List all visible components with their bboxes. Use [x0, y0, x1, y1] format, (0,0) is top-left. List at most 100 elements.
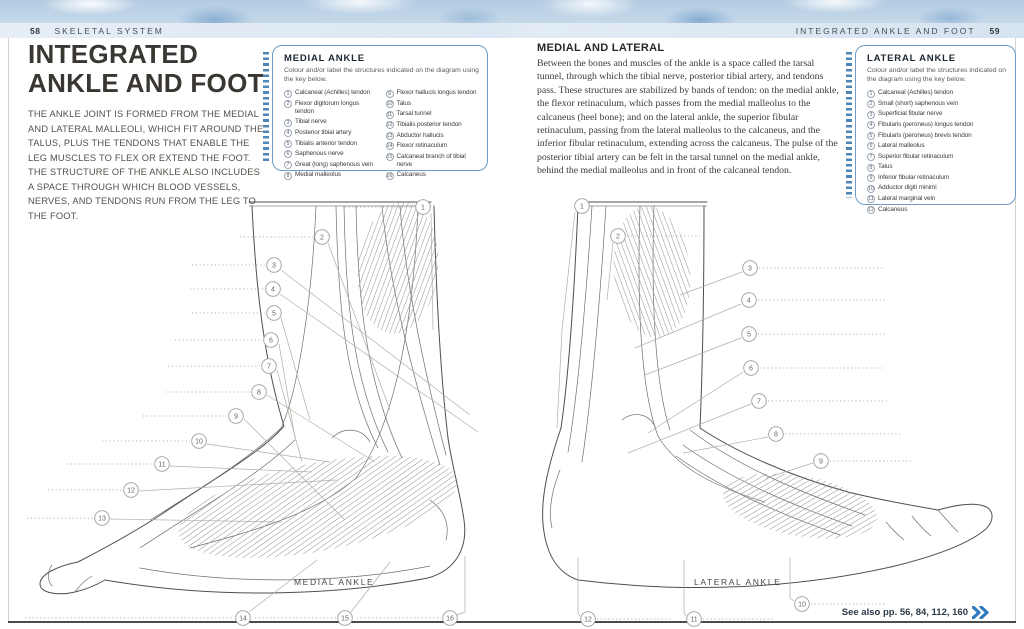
key-item-number: 4	[867, 121, 875, 130]
double-chevron-icon	[972, 606, 989, 619]
callout-4: 4	[741, 292, 757, 308]
key-item-number: 7	[867, 153, 875, 162]
key-item-number: 4	[284, 129, 292, 138]
key-item: 3 Tibial nerve	[284, 118, 378, 127]
callout-14: 14	[235, 610, 251, 626]
right-page-number: 59	[989, 25, 1000, 36]
lateral-diagram-art	[542, 201, 993, 588]
key-item: 6 Saphenous nerve	[284, 150, 378, 159]
callout-10: 10	[191, 433, 207, 449]
key-item: 7 Great (long) saphenous vein	[284, 161, 378, 170]
svg-text:10: 10	[798, 601, 806, 608]
key-item-label: Talus	[396, 99, 412, 107]
key-item-label: Adductor digiti minimi	[878, 184, 937, 192]
key-item: 9 Inferior fibular retinaculum	[867, 173, 1007, 183]
medial-diagram-caption: MEDIAL ANKLE	[294, 577, 375, 587]
key-item: 1 Calcaneal (Achilles) tendon	[284, 89, 378, 98]
key-item: 9 Flexor hallucis longus tendon	[385, 89, 480, 98]
article-title: MEDIAL AND LATERAL	[537, 42, 665, 54]
key-title: LATERAL ANKLE	[867, 53, 956, 64]
key-item-label: Talus	[878, 163, 893, 171]
key-item-label: Fibularis (peroneus) brevis tendon	[878, 131, 972, 139]
svg-text:2: 2	[320, 234, 324, 241]
key-item-number: 3	[284, 118, 292, 127]
callout-10: 10	[794, 596, 810, 612]
key-item-number: 8	[284, 171, 292, 180]
key-item-number: 1	[867, 89, 875, 98]
left-page-number: 58	[30, 25, 41, 36]
callout-1: 1	[415, 199, 431, 215]
callout-7: 7	[751, 393, 767, 409]
medial-ankle-key-box: MEDIAL ANKLE Colour and/or label the str…	[272, 45, 488, 180]
key-item-number: 13	[385, 131, 394, 140]
svg-text:2: 2	[616, 233, 620, 240]
key-list-right: 9 Flexor hallucis longus tendon 10 Talus…	[385, 89, 480, 182]
key-item-label: Lateral marginal vein	[878, 194, 936, 202]
callout-16: 16	[442, 610, 458, 626]
svg-text:1: 1	[580, 203, 584, 210]
page-bottom-rule	[8, 621, 1016, 623]
callout-3: 3	[742, 260, 758, 276]
key-instruction: Colour and/or label the structures indic…	[284, 67, 479, 83]
svg-text:5: 5	[272, 310, 276, 317]
svg-text:4: 4	[747, 297, 751, 304]
callout-7: 7	[261, 358, 277, 374]
svg-text:3: 3	[272, 262, 276, 269]
key-item: 4 Fibularis (peroneus) longus tendon	[867, 121, 1007, 130]
key-item-label: Calcaneus	[396, 171, 426, 179]
svg-text:7: 7	[757, 398, 761, 405]
key-item: 8 Talus	[867, 163, 1007, 172]
key-item: 3 Superficial fibular nerve	[867, 110, 1007, 119]
key-item-number: 12	[867, 205, 875, 214]
key-item: 12 Calcaneus	[867, 206, 1007, 214]
svg-text:8: 8	[774, 431, 778, 438]
svg-text:5: 5	[747, 331, 751, 338]
key-item-label: Flexor hallucis longus tendon	[396, 89, 477, 97]
callout-9: 9	[813, 453, 829, 469]
callout-11: 11	[154, 456, 170, 472]
see-also-footer: See also pp. 56, 84, 112, 160	[842, 606, 990, 619]
svg-text:13: 13	[98, 515, 106, 522]
key-item: 7 Superior fibular retinaculum	[867, 152, 1007, 162]
callout-1: 1	[574, 198, 590, 214]
svg-text:3: 3	[748, 265, 752, 272]
callout-12: 12	[580, 611, 596, 627]
page-edge-right	[1015, 38, 1016, 621]
key-item-number: 6	[284, 150, 292, 159]
callout-13: 13	[94, 510, 110, 526]
key-item-number: 14	[385, 142, 394, 151]
key-item: 12 Tibialis posterior tendon	[385, 121, 480, 130]
key-item-number: 11	[867, 195, 875, 204]
key-item-label: Flexor digitorum longus tendon	[295, 99, 360, 115]
key-item: 15 Calcaneal branch of tibial nerve	[385, 153, 480, 169]
svg-text:6: 6	[269, 337, 273, 344]
key-item-label: Tibialis anterior tendon	[295, 139, 358, 147]
key-item-number: 3	[867, 110, 875, 119]
callout-3: 3	[266, 257, 282, 273]
key-item-number: 9	[867, 174, 875, 183]
key-item-label: Superior fibular retinaculum	[878, 152, 954, 160]
key-item-number: 10	[867, 184, 875, 193]
key-item: 14 Flexor retinaculum	[385, 142, 480, 151]
svg-text:9: 9	[234, 413, 238, 420]
key-item-label: Small (short) saphenous vein	[878, 99, 958, 107]
key-item-label: Calcaneus	[878, 205, 908, 213]
key-item-label: Saphenous nerve	[295, 150, 344, 158]
svg-text:10: 10	[195, 438, 203, 445]
page-title: INTEGRATED ANKLE AND FOOT	[28, 39, 264, 98]
key-item-label: Inferior fibular retinaculum	[878, 173, 950, 181]
left-section-title: SKELETAL SYSTEM	[54, 25, 164, 36]
key-item-number: 2	[867, 100, 875, 109]
key-item-number: 15	[385, 153, 394, 162]
key-item: 8 Medial malleolus	[284, 171, 378, 180]
callout-2: 2	[314, 229, 330, 245]
lateral-diagram-caption: LATERAL ANKLE	[694, 577, 782, 587]
svg-text:7: 7	[267, 363, 271, 370]
key-item: 11 Tarsal tunnel	[385, 110, 480, 119]
key-item: 13 Abductor hallucis	[385, 131, 480, 140]
key-item-number: 8	[867, 163, 875, 172]
key-item-number: 10	[385, 100, 394, 109]
